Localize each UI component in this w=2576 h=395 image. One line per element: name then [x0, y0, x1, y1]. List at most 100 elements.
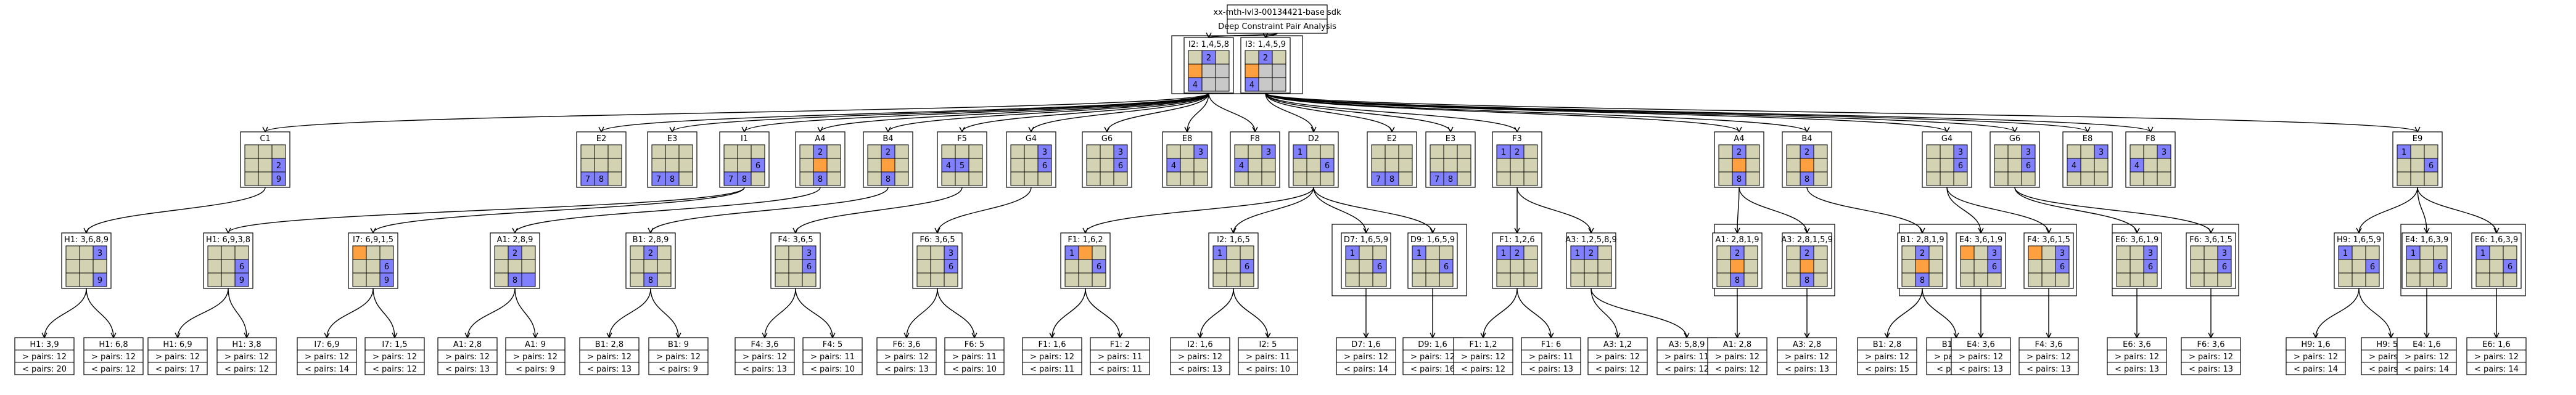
grid-cell: [1306, 144, 1321, 159]
l3-node-h1a: H1: 3,6,8,939: [61, 232, 112, 289]
leaf-node-l30: F4: 3,6> pairs: 12< pairs: 13: [2018, 337, 2079, 375]
grid-cell: [366, 245, 381, 260]
grid-cell: [258, 158, 273, 173]
leaf-greater-pairs: > pairs: 12: [155, 352, 200, 362]
grid-cell: [2157, 158, 2171, 173]
l3-label: E6: 1,6,3,9: [2475, 235, 2518, 245]
leaf-greater-pairs: > pairs: 12: [656, 352, 701, 362]
grid-cell: [1926, 158, 1941, 173]
grid-cell: [1320, 171, 1335, 186]
leaf-greater-pairs: > pairs: 12: [587, 352, 632, 362]
grid-cell: [2007, 171, 2022, 186]
leaf-greater-pairs: > pairs: 12: [1178, 352, 1222, 362]
grid-cell: [651, 158, 666, 173]
l2-label: E8: [2083, 134, 2093, 144]
l3-label: A3: 1,2,5,8,9: [1565, 235, 1617, 245]
edge-arrowhead: [1104, 126, 1110, 133]
grid-cell: [1086, 171, 1101, 186]
grid-cell: [1306, 171, 1321, 186]
grid-cell: [1166, 171, 1181, 186]
grid-cell: [1800, 259, 1814, 274]
l3-label: F4: 3,6,1,5: [2027, 235, 2070, 245]
grid-cell: [2143, 171, 2158, 186]
grid-cell: [678, 171, 693, 186]
grid-cell: [93, 259, 107, 274]
cell-digit: 3: [1118, 148, 1123, 157]
grid-cell: [1901, 272, 1916, 287]
l3-label: D9: 1,6,5,9: [1410, 235, 1455, 245]
leaf-cell-label: B1: 2,8: [595, 340, 623, 349]
cell-digit: 8: [1804, 175, 1809, 184]
cell-digit: 6: [1444, 263, 1449, 272]
grid-cell: [352, 259, 367, 274]
l1-label: I2: 1,4,5,8: [1188, 40, 1229, 49]
tree-edge: [2417, 187, 2427, 234]
leaf-greater-pairs: > pairs: 11: [1098, 352, 1142, 362]
cell-digit: 1: [1217, 249, 1222, 258]
grid-cell: [1443, 144, 1458, 159]
l3-node-b1: B1: 2,8,928: [625, 232, 676, 289]
grid-cell: [1064, 272, 1079, 287]
leaf-node-l2: H1: 6,8> pairs: 12< pairs: 12: [83, 337, 144, 375]
leaf-less-pairs: < pairs: 13: [1529, 365, 1573, 374]
leaf-node-l20: D9: 1,6> pairs: 12< pairs: 16: [1402, 337, 1463, 375]
leaf-less-pairs: < pairs: 13: [1178, 365, 1222, 374]
tree-edge: [744, 92, 1209, 132]
grid-cell: [1523, 144, 1538, 159]
cell-digit: 2: [1920, 249, 1925, 258]
grid-cell: [1926, 144, 1941, 159]
grid-cell: [678, 144, 693, 159]
cell-digit: 1: [2411, 249, 2416, 258]
leaf-greater-pairs: > pairs: 12: [1595, 352, 1640, 362]
grid-cell: [1240, 245, 1254, 260]
tree-edge: [1946, 187, 1981, 234]
l3-node-a3b: A3: 2,8,1,5,928: [1781, 232, 1833, 289]
cell-digit: 8: [670, 175, 675, 184]
leaf-less-pairs: < pairs: 13: [884, 365, 929, 374]
leaf-node-l7: A1: 2,8> pairs: 12< pairs: 13: [437, 337, 498, 375]
tree-edge: [650, 187, 889, 234]
cell-digit: 7: [1434, 175, 1439, 184]
leaf-less-pairs: < pairs: 20: [22, 365, 67, 374]
tree-edges: [41, 32, 2500, 339]
leaf-greater-pairs: > pairs: 12: [22, 352, 67, 362]
l3-node-e6b: E6: 1,6,3,916: [2471, 232, 2522, 289]
cell-digit: 7: [656, 175, 661, 184]
leaf-less-pairs: < pairs: 13: [2027, 365, 2071, 374]
l2-label: E2: [1387, 134, 1397, 144]
grid-cell: [2433, 272, 2448, 287]
grid-cell: [799, 171, 814, 186]
cell-digit: 8: [648, 276, 653, 285]
grid-cell: [2424, 171, 2438, 186]
grid-cell: [1226, 259, 1241, 274]
grid-cell: [867, 171, 882, 186]
cell-digit: 6: [2429, 161, 2434, 171]
grid-cell: [1510, 272, 1525, 287]
grid-cell: [271, 144, 286, 159]
cell-digit: 4: [1193, 81, 1198, 90]
grid-cell: [65, 259, 80, 274]
tree-edge: [1085, 288, 1121, 338]
l2-label: C1: [260, 134, 270, 144]
tree-edge: [601, 92, 1209, 132]
cell-digit: 9: [97, 276, 102, 285]
grid-cell: [1166, 144, 1181, 159]
tree-edge: [86, 288, 114, 338]
cell-digit: 9: [239, 276, 244, 285]
grid-cell: [1293, 158, 1307, 173]
grid-cell: [894, 158, 909, 173]
grid-cell: [799, 144, 814, 159]
leaf-cell-label: F4: 3,6: [751, 340, 779, 349]
l3-node-e6: E6: 3,6,1,936: [2112, 232, 2162, 289]
cell-digit: 4: [946, 161, 951, 171]
grid-cell: [1953, 171, 1968, 186]
grid-cell: [1425, 245, 1440, 260]
grid-cell: [2204, 272, 2218, 287]
root-subtitle: Deep Constraint Pair Analysis: [1218, 22, 1336, 31]
leaf-node-l3: H1: 6,9> pairs: 12< pairs: 17: [147, 337, 208, 375]
